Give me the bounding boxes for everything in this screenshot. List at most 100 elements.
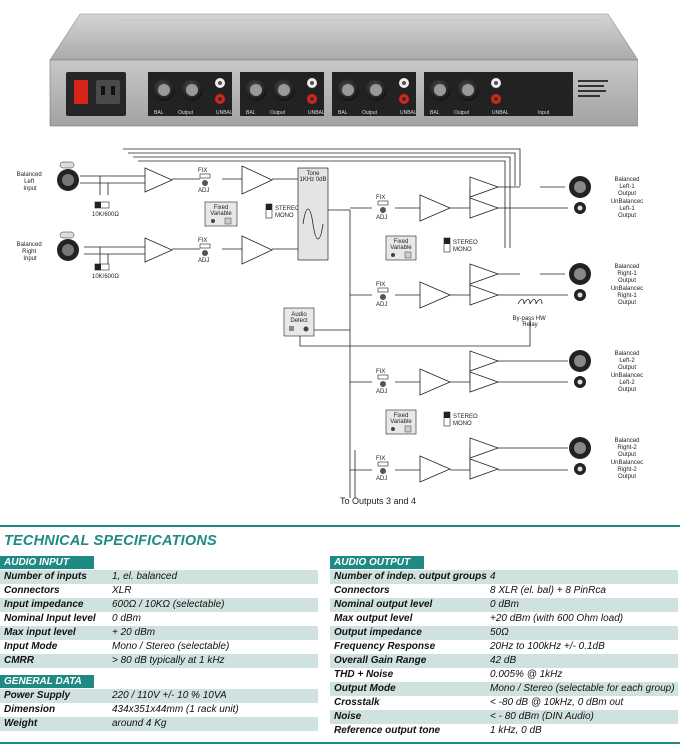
spec-label: Output impedance [334, 627, 422, 638]
svg-text:ADJ: ADJ [198, 258, 209, 264]
audio_input-row: Input impedance 600Ω / 10KΩ (selectable) [0, 598, 318, 612]
audio_output-row: Max output level+20 dBm (with 600 Ohm lo… [330, 612, 678, 626]
power-inlet [66, 72, 126, 116]
fix-adj-pot-icon [199, 173, 211, 186]
svg-text:ADJ: ADJ [376, 302, 387, 308]
left-input-xlr-icon [57, 161, 79, 191]
rack-label: BAL [154, 110, 164, 116]
rack-label: Output [454, 110, 470, 116]
spec-value: 8 XLR (el. bal) + 8 PinRca [490, 585, 606, 596]
general_data-row: Dimension 434x351x44mm (1 rack unit) [0, 703, 318, 717]
xlr-connector-icon [429, 79, 451, 101]
technical-specifications: TECHNICAL SPECIFICATIONS AUDIO INPUT Num… [0, 525, 680, 744]
spec-value: around 4 Kg [112, 718, 167, 729]
fix-adj-pot-icon [377, 374, 389, 380]
rca-connector-icon [215, 78, 225, 88]
spec-value: +20 dBm (with 600 Ohm load) [490, 613, 624, 624]
svg-text:ADJ: ADJ [376, 389, 387, 395]
balanced-amp-icon [469, 437, 500, 459]
rca-connector-icon [399, 78, 409, 88]
spec-label: Noise [334, 711, 362, 722]
spec-value: + 20 dBm [112, 627, 156, 638]
bus-line [133, 156, 511, 248]
spec-value: 4 [490, 571, 496, 582]
audio_input-row: Max input level+ 20 dBm [0, 626, 318, 640]
svg-text:MONO: MONO [453, 247, 472, 253]
relay-label: By-pass HW Relay [512, 316, 547, 328]
stereo-mono-switch-icon [443, 237, 451, 253]
output-xlr-icon [569, 437, 591, 459]
rca-connector-icon [491, 78, 501, 88]
impedance-switch-label: 10K/600Ω [92, 274, 119, 280]
rack-label: BAL [430, 110, 440, 116]
general-data-header: GENERAL DATA [0, 675, 94, 688]
spec-label: Number of indep. output groups [334, 571, 487, 582]
rack-label: UNBAL [492, 110, 509, 116]
spec-label: Frequency Response [334, 641, 436, 652]
audio_output-row: Frequency Response 20Hz to 100kHz +/- 0.1… [330, 640, 678, 654]
rack-label: UNBAL [400, 110, 417, 116]
spec-label: CMRR [4, 655, 34, 666]
spec-label: Dimension [4, 704, 56, 715]
svg-text:MONO: MONO [453, 421, 472, 427]
svg-text:FIX: FIX [198, 168, 207, 174]
power-switch-icon [74, 80, 88, 104]
spec-value: Mono / Stereo (selectable) [112, 641, 230, 652]
svg-text:ADJ: ADJ [376, 215, 387, 221]
spec-value: 1 kHz, 0 dB [490, 725, 542, 736]
spec-label: Crosstalk [334, 697, 380, 708]
spec-value: 220 / 110V +/- 10 % 10VA [112, 690, 227, 701]
output-rca-icon [574, 202, 586, 214]
bus-line [123, 148, 521, 186]
svg-text:FIX: FIX [376, 195, 385, 201]
spec-value: 1, el. balanced [112, 571, 178, 582]
stereo-mono-switch-icon [443, 411, 451, 427]
right-input-label: Balanced Right Input [17, 242, 44, 262]
svg-text:MONO: MONO [275, 213, 294, 219]
spec-value: 20Hz to 100kHz +/- 0.1dB [490, 641, 605, 652]
right-input-xlr-icon [57, 231, 79, 261]
input-amp-icon [144, 237, 173, 263]
fix-adj-pot-icon [377, 200, 389, 206]
balanced-amp-icon [469, 176, 500, 198]
rack-label: Output [178, 110, 194, 116]
gain-amp-icon [241, 165, 273, 195]
rack-label: UNBAL [216, 110, 233, 116]
rack-label: Input [538, 110, 550, 116]
spec-label: Input impedance [4, 599, 84, 610]
fix-adj-pot-icon [377, 287, 389, 293]
fix-adj-pot-icon [199, 243, 211, 256]
spec-label: Connectors [334, 585, 390, 596]
spec-label: Nominal output level [334, 599, 433, 610]
chassis-top [49, 13, 638, 61]
spec-label: Input Mode [4, 641, 58, 652]
impedance-switch-icon [94, 263, 110, 271]
stereo-mono-switch-icon [265, 203, 273, 219]
audio_output-row: Connectors 8 XLR (el. bal) + 8 PinRca [330, 584, 678, 598]
spec-value: 0 dBm [112, 613, 141, 624]
spec-value: 434x351x44mm (1 rack unit) [112, 704, 239, 715]
xlr-connector-icon [365, 79, 387, 101]
spec-value: Mono / Stereo (selectable for each group… [490, 683, 675, 694]
rca-connector-icon [307, 78, 317, 88]
spec-label: Weight [4, 718, 38, 729]
gain-amp-icon [419, 194, 452, 222]
gain-amp-icon [241, 235, 273, 265]
spec-value: 600Ω / 10KΩ (selectable) [112, 599, 225, 610]
